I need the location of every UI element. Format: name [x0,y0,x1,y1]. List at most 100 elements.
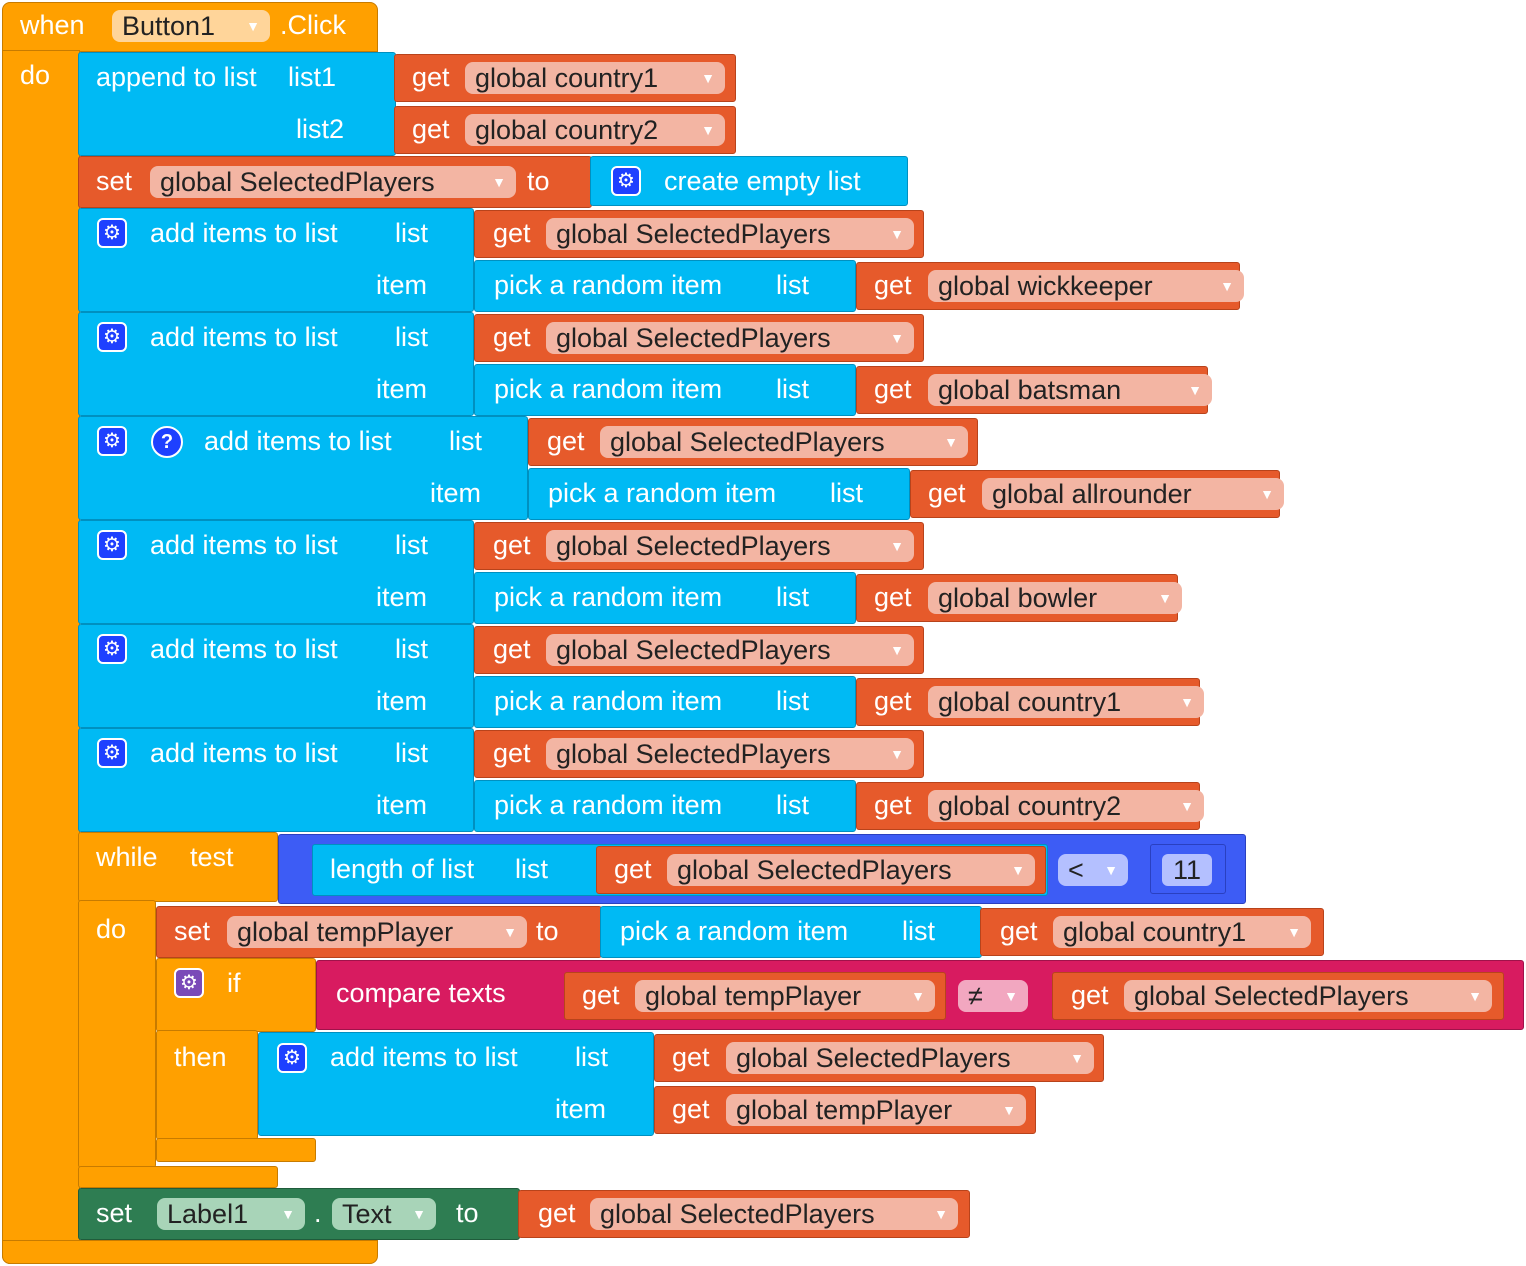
get-label-text: get [547,426,585,456]
caret-down-icon: ▼ [1188,382,1202,398]
item-label: item [376,372,427,406]
pick-random-block[interactable] [474,572,856,624]
gear-icon[interactable]: ⚙ [97,322,127,352]
property-dropdown[interactable]: Text▼ [332,1198,436,1230]
operator-dropdown[interactable]: ≠▼ [958,980,1028,1012]
component-dropdown[interactable]: Label1▼ [157,1198,305,1230]
get-label: get [412,62,450,92]
caret-down-icon: ▼ [1220,278,1234,294]
variable-dropdown[interactable]: global SelectedPlayers▼ [600,426,968,458]
variable-dropdown[interactable]: global country2▼ [465,114,725,146]
variable-dropdown[interactable]: global tempPlayer▼ [227,916,527,948]
number-field[interactable]: 11 [1162,854,1212,886]
caret-down-icon: ▼ [246,18,260,34]
add-items-to-list-block[interactable] [78,312,474,416]
get-label: get [493,736,531,770]
pick-random-block[interactable] [474,780,856,832]
append-to-list-block[interactable] [78,52,396,156]
if-bottom [156,1138,316,1162]
variable-dropdown[interactable]: global batsman▼ [928,374,1212,406]
list-label: list [395,736,428,770]
caret-down-icon: ▼ [1002,1102,1016,1118]
variable-dropdown[interactable]: global SelectedPlayers▼ [546,530,914,562]
variable-dropdown[interactable]: global country1▼ [1053,916,1311,948]
get-label: get [874,372,912,406]
get-label: get [493,528,531,562]
caret-down-icon: ▼ [1468,988,1482,1004]
get-label-text: get [874,790,912,820]
get-label-text: get [493,530,531,560]
append-label: append to list [96,62,257,92]
then-label: then [174,1042,227,1072]
variable-dropdown[interactable]: global SelectedPlayers▼ [546,738,914,770]
variable-dropdown[interactable]: global SelectedPlayers▼ [726,1042,1094,1074]
compare-label: compare texts [336,978,506,1008]
component-dropdown[interactable]: Button1▼ [112,10,270,42]
variable-dropdown[interactable]: global country1▼ [465,62,725,94]
caret-down-icon: ▼ [1158,590,1172,606]
variable-dropdown[interactable]: global country2▼ [928,790,1204,822]
item-label: item [376,788,427,822]
get-label: get [874,788,912,822]
variable-dropdown[interactable]: global tempPlayer▼ [635,980,935,1012]
while-block[interactable] [78,832,278,902]
add-items-label: add items to list [150,320,338,354]
pick-list-label: list [776,684,809,718]
add-items-to-list-block[interactable] [258,1032,654,1136]
item-label: item [376,684,427,718]
variable-dropdown[interactable]: global country1▼ [928,686,1204,718]
do-label: do [20,60,51,90]
item-label-text: item [376,270,428,300]
pick-list-label: list [776,580,809,614]
help-icon[interactable]: ? [151,426,183,458]
gear-icon[interactable]: ⚙ [97,738,127,768]
add-items-label: add items to list [150,736,338,770]
caret-down-icon: ▼ [1070,1050,1084,1066]
pick-random-block[interactable] [474,260,856,312]
variable-name: global tempPlayer [645,981,862,1011]
caret-down-icon: ▼ [944,434,958,450]
add-items-to-list-block[interactable] [78,520,474,624]
variable-dropdown[interactable]: global SelectedPlayers▼ [546,634,914,666]
variable-dropdown[interactable]: global SelectedPlayers▼ [667,854,1035,886]
add-items-to-list-block[interactable] [78,728,474,832]
get-label: get [538,1198,576,1228]
variable-dropdown[interactable]: global allrounder▼ [982,478,1284,510]
to-label: to [536,916,559,946]
variable-dropdown[interactable]: global SelectedPlayers▼ [1124,980,1492,1012]
gear-icon[interactable]: ⚙ [174,968,204,998]
while-label: while [96,842,158,872]
to-label: to [527,166,550,196]
get-label: get [874,268,912,302]
variable-dropdown[interactable]: global bowler▼ [928,582,1182,614]
get-label: get [493,632,531,666]
operator-symbol: < [1068,855,1084,885]
variable-dropdown[interactable]: global tempPlayer▼ [726,1094,1026,1126]
gear-icon[interactable]: ⚙ [97,218,127,248]
add-items-to-list-block[interactable] [78,624,474,728]
item-label: item [430,476,481,510]
pick-random-block[interactable] [600,906,982,958]
caret-down-icon: ▼ [890,226,904,242]
gear-icon[interactable]: ⚙ [97,426,127,456]
variable-dropdown[interactable]: global wickkeeper▼ [928,270,1244,302]
pick-random-block[interactable] [528,468,910,520]
create-empty-label: create empty list [664,166,861,196]
create-empty-list-block[interactable] [590,156,908,206]
add-items-to-list-block[interactable] [78,208,474,312]
get-label: get [493,320,531,354]
variable-dropdown[interactable]: global SelectedPlayers▼ [546,218,914,250]
gear-icon[interactable]: ⚙ [97,634,127,664]
get-label: get [1000,916,1038,946]
gear-icon[interactable]: ⚙ [611,166,641,196]
pick-random-block[interactable] [474,676,856,728]
gear-icon[interactable]: ⚙ [97,530,127,560]
get-label-text: get [493,322,531,352]
variable-dropdown[interactable]: global SelectedPlayers▼ [150,166,516,198]
variable-dropdown[interactable]: global SelectedPlayers▼ [590,1198,958,1230]
variable-dropdown[interactable]: global SelectedPlayers▼ [546,322,914,354]
operator-dropdown[interactable]: <▼ [1058,854,1128,886]
gear-icon[interactable]: ⚙ [277,1043,307,1073]
pick-random-block[interactable] [474,364,856,416]
pick-list-label-text: list [776,790,809,820]
